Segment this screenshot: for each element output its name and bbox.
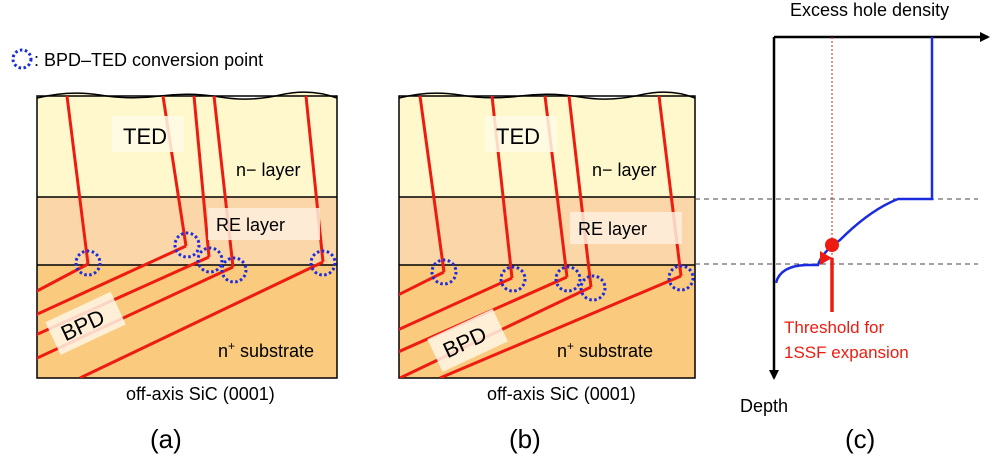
- legend-label: : BPD–TED conversion point: [34, 50, 263, 70]
- excess-hole-density-curve: [774, 37, 934, 284]
- ted-line: [657, 95, 683, 277]
- n-minus-layer-a: [37, 92, 337, 197]
- bpd-line: [37, 244, 187, 316]
- conversion-point-legend-icon: [11, 48, 33, 70]
- substrate-caption-b: off-axis SiC (0001): [487, 384, 636, 404]
- threshold-label-line1: Threshold for: [784, 318, 884, 337]
- substrate-n-b: n: [557, 341, 567, 361]
- conversion-point: [220, 256, 248, 284]
- bpd-label-bg-b: [427, 308, 508, 372]
- conversion-point: [309, 249, 337, 277]
- re-label-bg-a: [208, 208, 320, 240]
- panel-caption-b: (b): [509, 424, 541, 454]
- ted-line: [192, 95, 211, 258]
- panel-a: TED n− layer RE layer BPD n+ substrate o…: [36, 91, 338, 454]
- substrate-caption-a: off-axis SiC (0001): [126, 384, 275, 404]
- y-axis-label: Depth: [740, 396, 788, 416]
- surface-line-b: [398, 91, 696, 100]
- substrate-sup-a: +: [228, 339, 235, 353]
- ted-lines-a: [65, 95, 325, 268]
- bpd-label-bg-a: [45, 291, 126, 355]
- conversion-point: [499, 265, 527, 293]
- panel-b: TED n− layer RE layer BPD n+ substrate o…: [398, 91, 696, 454]
- panel-border-a: [36, 95, 338, 379]
- conversion-point: [554, 265, 582, 293]
- conversion-point: [667, 264, 695, 292]
- conversion-markers-b: [430, 258, 695, 302]
- ted-line: [65, 95, 90, 265]
- bpd-line: [439, 274, 682, 378]
- surface-line-a: [36, 91, 338, 100]
- threshold-point: [825, 238, 839, 252]
- panel-caption-a: (a): [150, 424, 182, 454]
- legend: : BPD–TED conversion point: [11, 48, 263, 70]
- bpd-line: [79, 260, 324, 378]
- bpd-line: [399, 276, 513, 332]
- x-axis-label: Excess hole density: [790, 0, 949, 20]
- conversion-point: [196, 246, 224, 274]
- ted-label-a: TED: [123, 124, 167, 149]
- ted-label-bg-b: [485, 116, 557, 152]
- panel-border-b: [398, 95, 696, 379]
- conversion-point: [173, 231, 201, 259]
- panel-caption-c: (c): [845, 424, 875, 454]
- substrate-suffix-b: substrate: [574, 341, 653, 361]
- ted-label-b: TED: [496, 124, 540, 149]
- re-layer-label-b: RE layer: [578, 219, 647, 239]
- substrate-sup-b: +: [567, 339, 574, 353]
- conversion-point: [430, 258, 458, 286]
- conversion-point: [579, 274, 607, 302]
- substrate-label-b: n+ substrate: [557, 339, 653, 361]
- threshold-label-line2: 1SSF expansion: [784, 343, 909, 362]
- ted-line: [567, 95, 593, 288]
- ted-line: [418, 95, 446, 273]
- re-layer-label-a: RE layer: [216, 215, 285, 235]
- bpd-line: [37, 265, 234, 360]
- re-label-bg-b: [570, 212, 682, 244]
- ted-label-bg-a: [112, 116, 184, 152]
- n-minus-layer-label-b: n− layer: [592, 160, 657, 180]
- conversion-point: [74, 249, 102, 277]
- substrate-label-a: n+ substrate: [218, 339, 314, 361]
- substrate-n-a: n: [218, 341, 228, 361]
- conversion-markers-a: [74, 231, 337, 284]
- panel-c: Excess hole density Depth Threshold for …: [740, 0, 990, 454]
- substrate-suffix-a: substrate: [235, 341, 314, 361]
- ted-line: [304, 95, 325, 263]
- n-minus-layer-label-a: n− layer: [236, 160, 301, 180]
